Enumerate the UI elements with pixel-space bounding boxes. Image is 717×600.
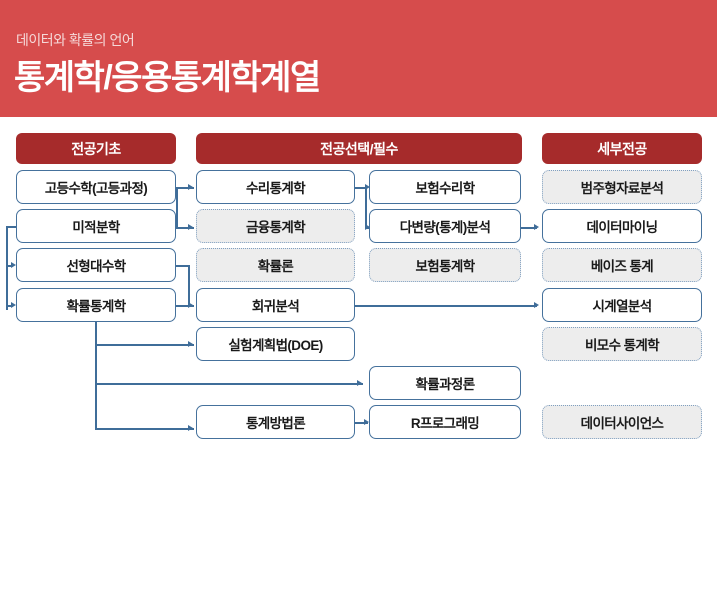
connector-to-methodology	[95, 428, 194, 430]
node-basic-1[interactable]: 미적분학	[16, 209, 176, 243]
node-label: 통계방법론	[245, 416, 306, 431]
connector-mathstat-right	[355, 187, 367, 189]
connector-basic-trunk-top	[6, 226, 18, 228]
arrow-to-doe	[188, 340, 193, 347]
connector-basic-to-linear	[6, 265, 13, 267]
connector-mathstat-down	[365, 187, 367, 227]
node-label: 실험계획법(DOE)	[228, 338, 323, 353]
node-label: 선형대수학	[66, 259, 126, 274]
arrow-to-actuarial	[365, 183, 370, 190]
node-major-b-0[interactable]: 보험수리학	[369, 170, 521, 204]
connector-basic-to-prob	[6, 305, 13, 307]
node-detail-2[interactable]: 베이즈 통계	[542, 248, 702, 282]
connector-linear-right	[176, 265, 190, 267]
connector-prob-right	[176, 305, 194, 307]
connector-regression-join	[188, 265, 190, 305]
column-header-detail: 세부전공	[542, 133, 702, 164]
node-label: 확률과정론	[415, 377, 475, 392]
node-detail-3[interactable]: 시계열분석	[542, 288, 702, 322]
node-label: 미적분학	[72, 220, 120, 235]
node-label: 보험통계학	[415, 259, 475, 274]
node-label: 데이터사이언스	[580, 416, 664, 431]
node-major-b-2[interactable]: 보험통계학	[369, 248, 521, 282]
connector-highmath-right	[176, 187, 194, 189]
node-major-a-5[interactable]: 통계방법론	[196, 405, 355, 439]
connector-to-stochastic	[95, 383, 363, 385]
node-detail-0[interactable]: 범주형자료분석	[542, 170, 702, 204]
node-major-a-2[interactable]: 확률론	[196, 248, 355, 282]
node-label: 확률통계학	[66, 299, 126, 314]
node-major-a-0[interactable]: 수리통계학	[196, 170, 355, 204]
arrow-to-timeseries	[534, 301, 539, 308]
node-major-a-3[interactable]: 회귀분석	[196, 288, 355, 322]
node-label: 수리통계학	[245, 181, 306, 196]
arrow-to-stochastic	[357, 379, 362, 386]
column-header-basic: 전공기초	[16, 133, 176, 164]
node-detail-5[interactable]: 데이터사이언스	[542, 405, 702, 439]
node-label: 시계열분석	[592, 299, 652, 314]
node-detail-4[interactable]: 비모수 통계학	[542, 327, 702, 361]
node-basic-0[interactable]: 고등수학(고등과정)	[16, 170, 176, 204]
node-major-a-4[interactable]: 실험계획법(DOE)	[196, 327, 355, 361]
node-basic-2[interactable]: 선형대수학	[16, 248, 176, 282]
arrow-to-math-stat	[188, 183, 193, 190]
node-label: R프로그래밍	[410, 416, 480, 431]
arrow-to-multivariate	[365, 223, 370, 230]
connector-basic-trunk-vertical	[6, 226, 8, 310]
page-title: 통계학/응용통계학계열	[14, 59, 321, 97]
connector-methodology-to-r	[355, 422, 368, 424]
connector-prob-bottom-trunk	[95, 322, 97, 429]
node-basic-3[interactable]: 확률통계학	[16, 288, 176, 322]
arrow-to-r-programming	[364, 418, 369, 425]
node-label: 고등수학(고등과정)	[44, 181, 148, 196]
node-label: 보험수리학	[415, 181, 475, 196]
arrow-to-datamining	[534, 223, 539, 230]
connector-to-doe	[95, 344, 194, 346]
node-label: 회귀분석	[251, 299, 300, 314]
banner-subtitle: 데이터와 확률의 언어	[16, 32, 135, 48]
page-banner: 데이터와 확률의 언어 통계학/응용통계학계열	[0, 0, 717, 117]
node-label: 데이터마이닝	[586, 220, 659, 235]
connector-highmath-down	[176, 187, 178, 227]
node-label: 비모수 통계학	[584, 338, 660, 353]
node-label: 확률론	[257, 259, 294, 274]
node-major-b-3[interactable]: 확률과정론	[369, 366, 521, 400]
connector-calculus-right	[176, 227, 194, 229]
connector-regression-to-timeseries	[355, 305, 537, 307]
node-major-b-4[interactable]: R프로그래밍	[369, 405, 521, 439]
arrow-to-fin-stat	[188, 223, 193, 230]
arrow-to-regression	[188, 301, 193, 308]
node-major-b-1[interactable]: 다변량(통계)분석	[369, 209, 521, 243]
arrow-basic-to-prob	[11, 301, 16, 308]
column-header-major: 전공선택/필수	[196, 133, 522, 164]
node-label: 범주형자료분석	[580, 181, 664, 196]
node-label: 베이즈 통계	[590, 259, 654, 274]
arrow-to-methodology	[188, 424, 193, 431]
node-label: 다변량(통계)분석	[399, 220, 491, 235]
node-detail-1[interactable]: 데이터마이닝	[542, 209, 702, 243]
node-major-a-1[interactable]: 금융통계학	[196, 209, 355, 243]
arrow-basic-to-linear	[11, 261, 16, 268]
connector-to-datamining	[521, 227, 537, 229]
node-label: 금융통계학	[245, 220, 306, 235]
